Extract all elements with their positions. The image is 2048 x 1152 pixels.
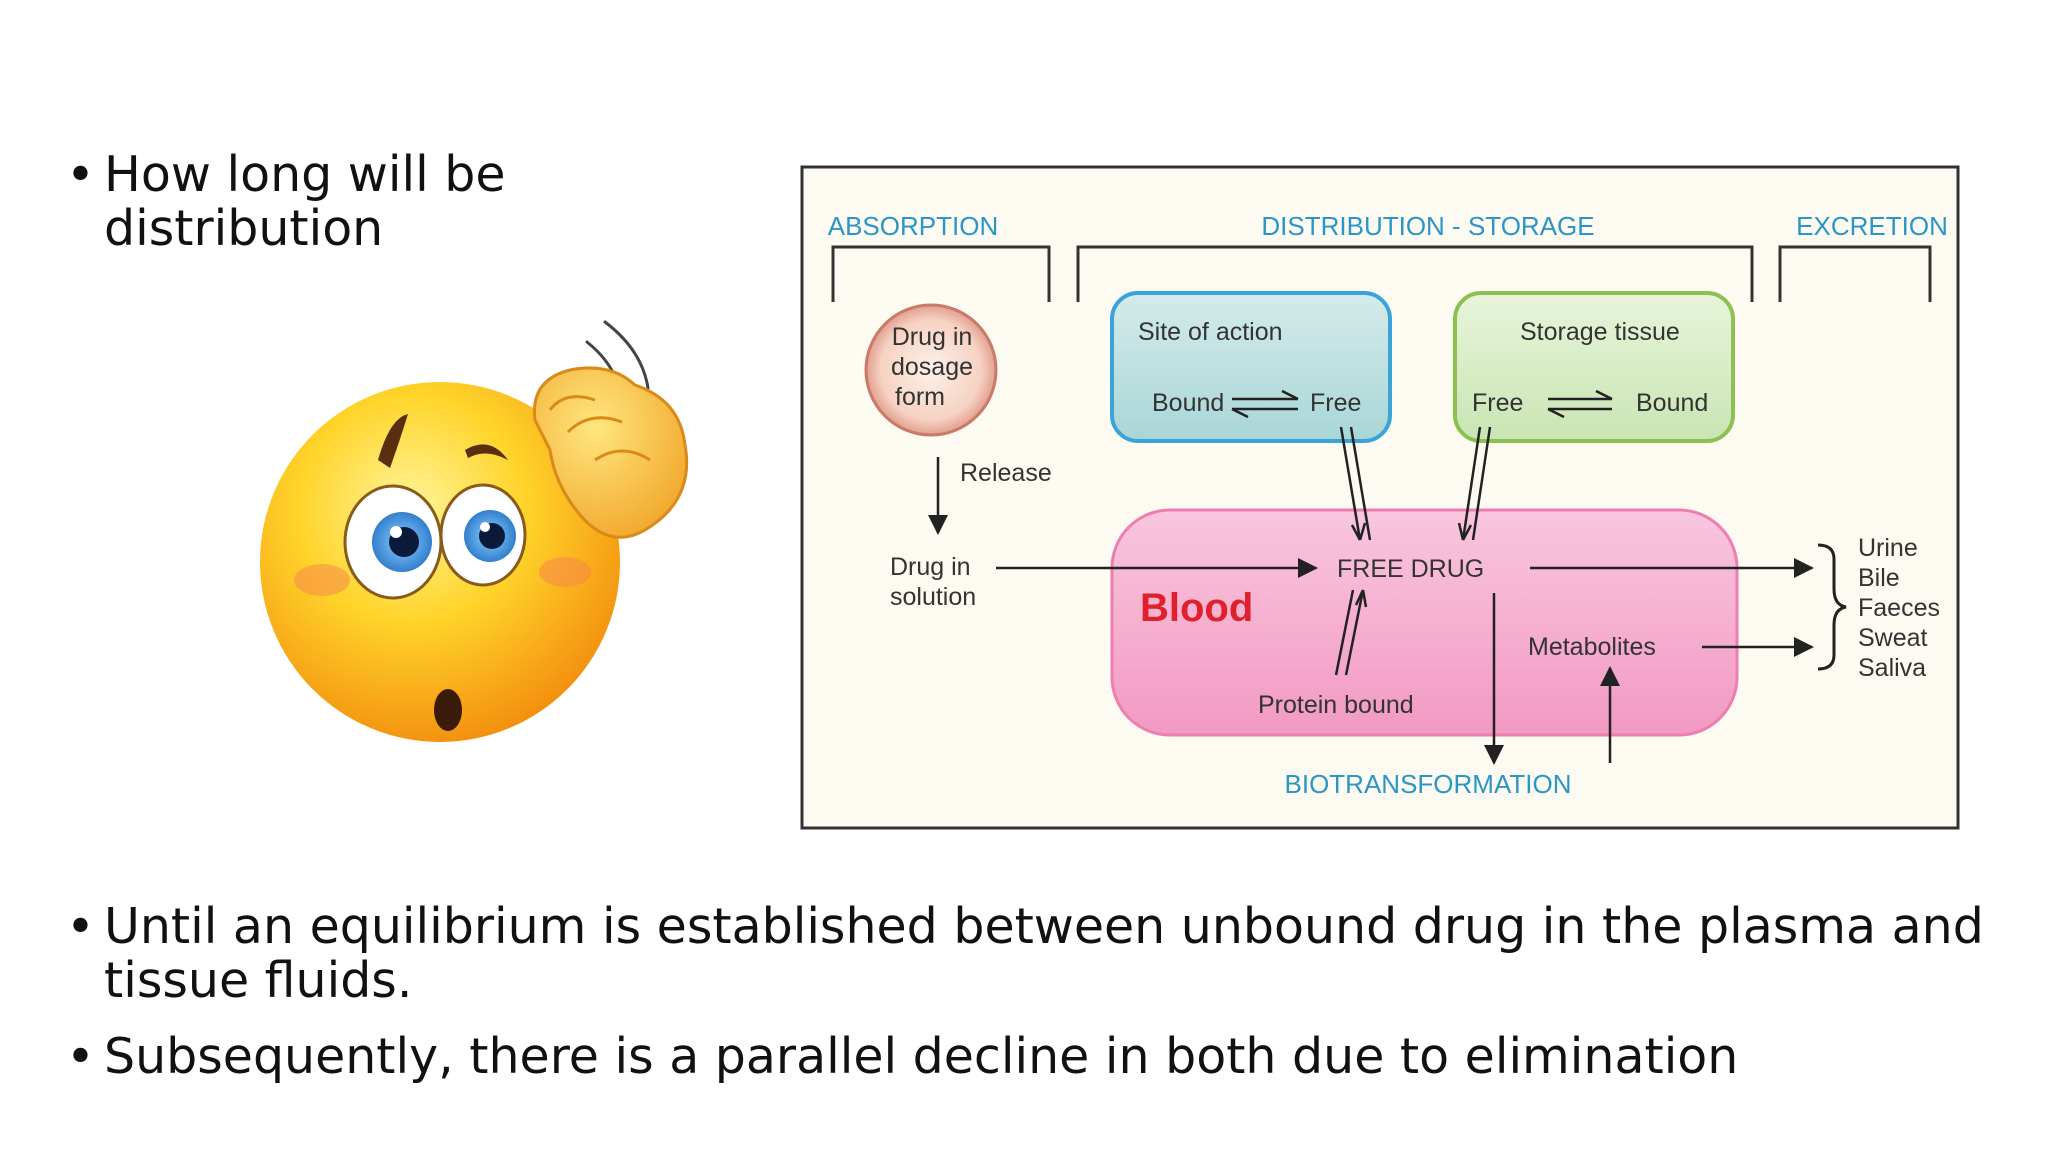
bullet-text: Subsequently, there is a parallel declin… <box>104 1028 1739 1085</box>
release-label: Release <box>960 459 1052 487</box>
site-of-action-box <box>1110 291 1392 443</box>
solution-line1: Drug in <box>890 553 971 581</box>
storage-to-blood-arrows <box>1457 426 1492 541</box>
bullet-dot: • <box>66 146 95 203</box>
header-absorption: ABSORPTION <box>828 211 998 241</box>
storage-tissue-box <box>1453 291 1735 443</box>
protein-bound-label: Protein bound <box>1258 691 1414 719</box>
bracket-distribution <box>1076 245 1754 302</box>
protein-binding-arrows <box>1334 589 1368 676</box>
solution-line2: solution <box>890 583 976 611</box>
bullet-text: Until an equilibrium is established betw… <box>104 898 1984 1009</box>
dosage-form-line1: Drug in <box>892 323 973 351</box>
bullet-text: How long will be distribution <box>104 146 506 257</box>
bracket-absorption <box>831 245 1051 302</box>
site-of-action-title: Site of action <box>1138 318 1283 346</box>
storage-equilibrium-arrows <box>1547 389 1613 419</box>
metabolites-label: Metabolites <box>1528 633 1656 661</box>
header-distribution-storage: DISTRIBUTION - STORAGE <box>1261 211 1594 241</box>
header-excretion: EXCRETION <box>1796 211 1948 241</box>
route-urine: Urine <box>1858 534 1918 562</box>
bullet-dot: • <box>66 1028 95 1085</box>
route-sweat: Sweat <box>1858 624 1928 652</box>
site-bound-label: Bound <box>1152 389 1224 417</box>
route-saliva: Saliva <box>1858 654 1926 682</box>
site-equilibrium-arrows <box>1231 389 1299 419</box>
storage-tissue-title: Storage tissue <box>1520 318 1680 346</box>
dosage-form-line2: dosage <box>891 353 973 381</box>
bullet-equilibrium: • Until an equilibrium is established be… <box>66 900 2016 1008</box>
blood-compartment <box>1110 508 1739 737</box>
bullet-distribution-question: • How long will be distribution <box>66 148 786 256</box>
bullet-dot: • <box>66 898 95 955</box>
bullet-parallel-decline: • Subsequently, there is a parallel decl… <box>66 1030 2016 1084</box>
dosage-form-line3: form <box>895 383 945 411</box>
storage-free-label: Free <box>1472 389 1523 417</box>
route-bile: Bile <box>1858 564 1900 592</box>
site-free-label: Free <box>1310 389 1361 417</box>
biotransformation-label: BIOTRANSFORMATION <box>1285 769 1572 799</box>
pharmacokinetics-diagram: ABSORPTION DISTRIBUTION - STORAGE EXCRET… <box>800 165 1960 830</box>
confused-thinking-face-icon <box>260 320 689 742</box>
site-to-blood-arrows <box>1339 426 1372 541</box>
dosage-form-circle <box>864 303 998 437</box>
free-drug-label: FREE DRUG <box>1337 555 1484 583</box>
route-faeces: Faeces <box>1858 594 1940 622</box>
bracket-excretion <box>1778 245 1932 302</box>
blood-label: Blood <box>1140 586 1253 630</box>
excretion-brace <box>1817 543 1847 671</box>
storage-bound-label: Bound <box>1636 389 1708 417</box>
